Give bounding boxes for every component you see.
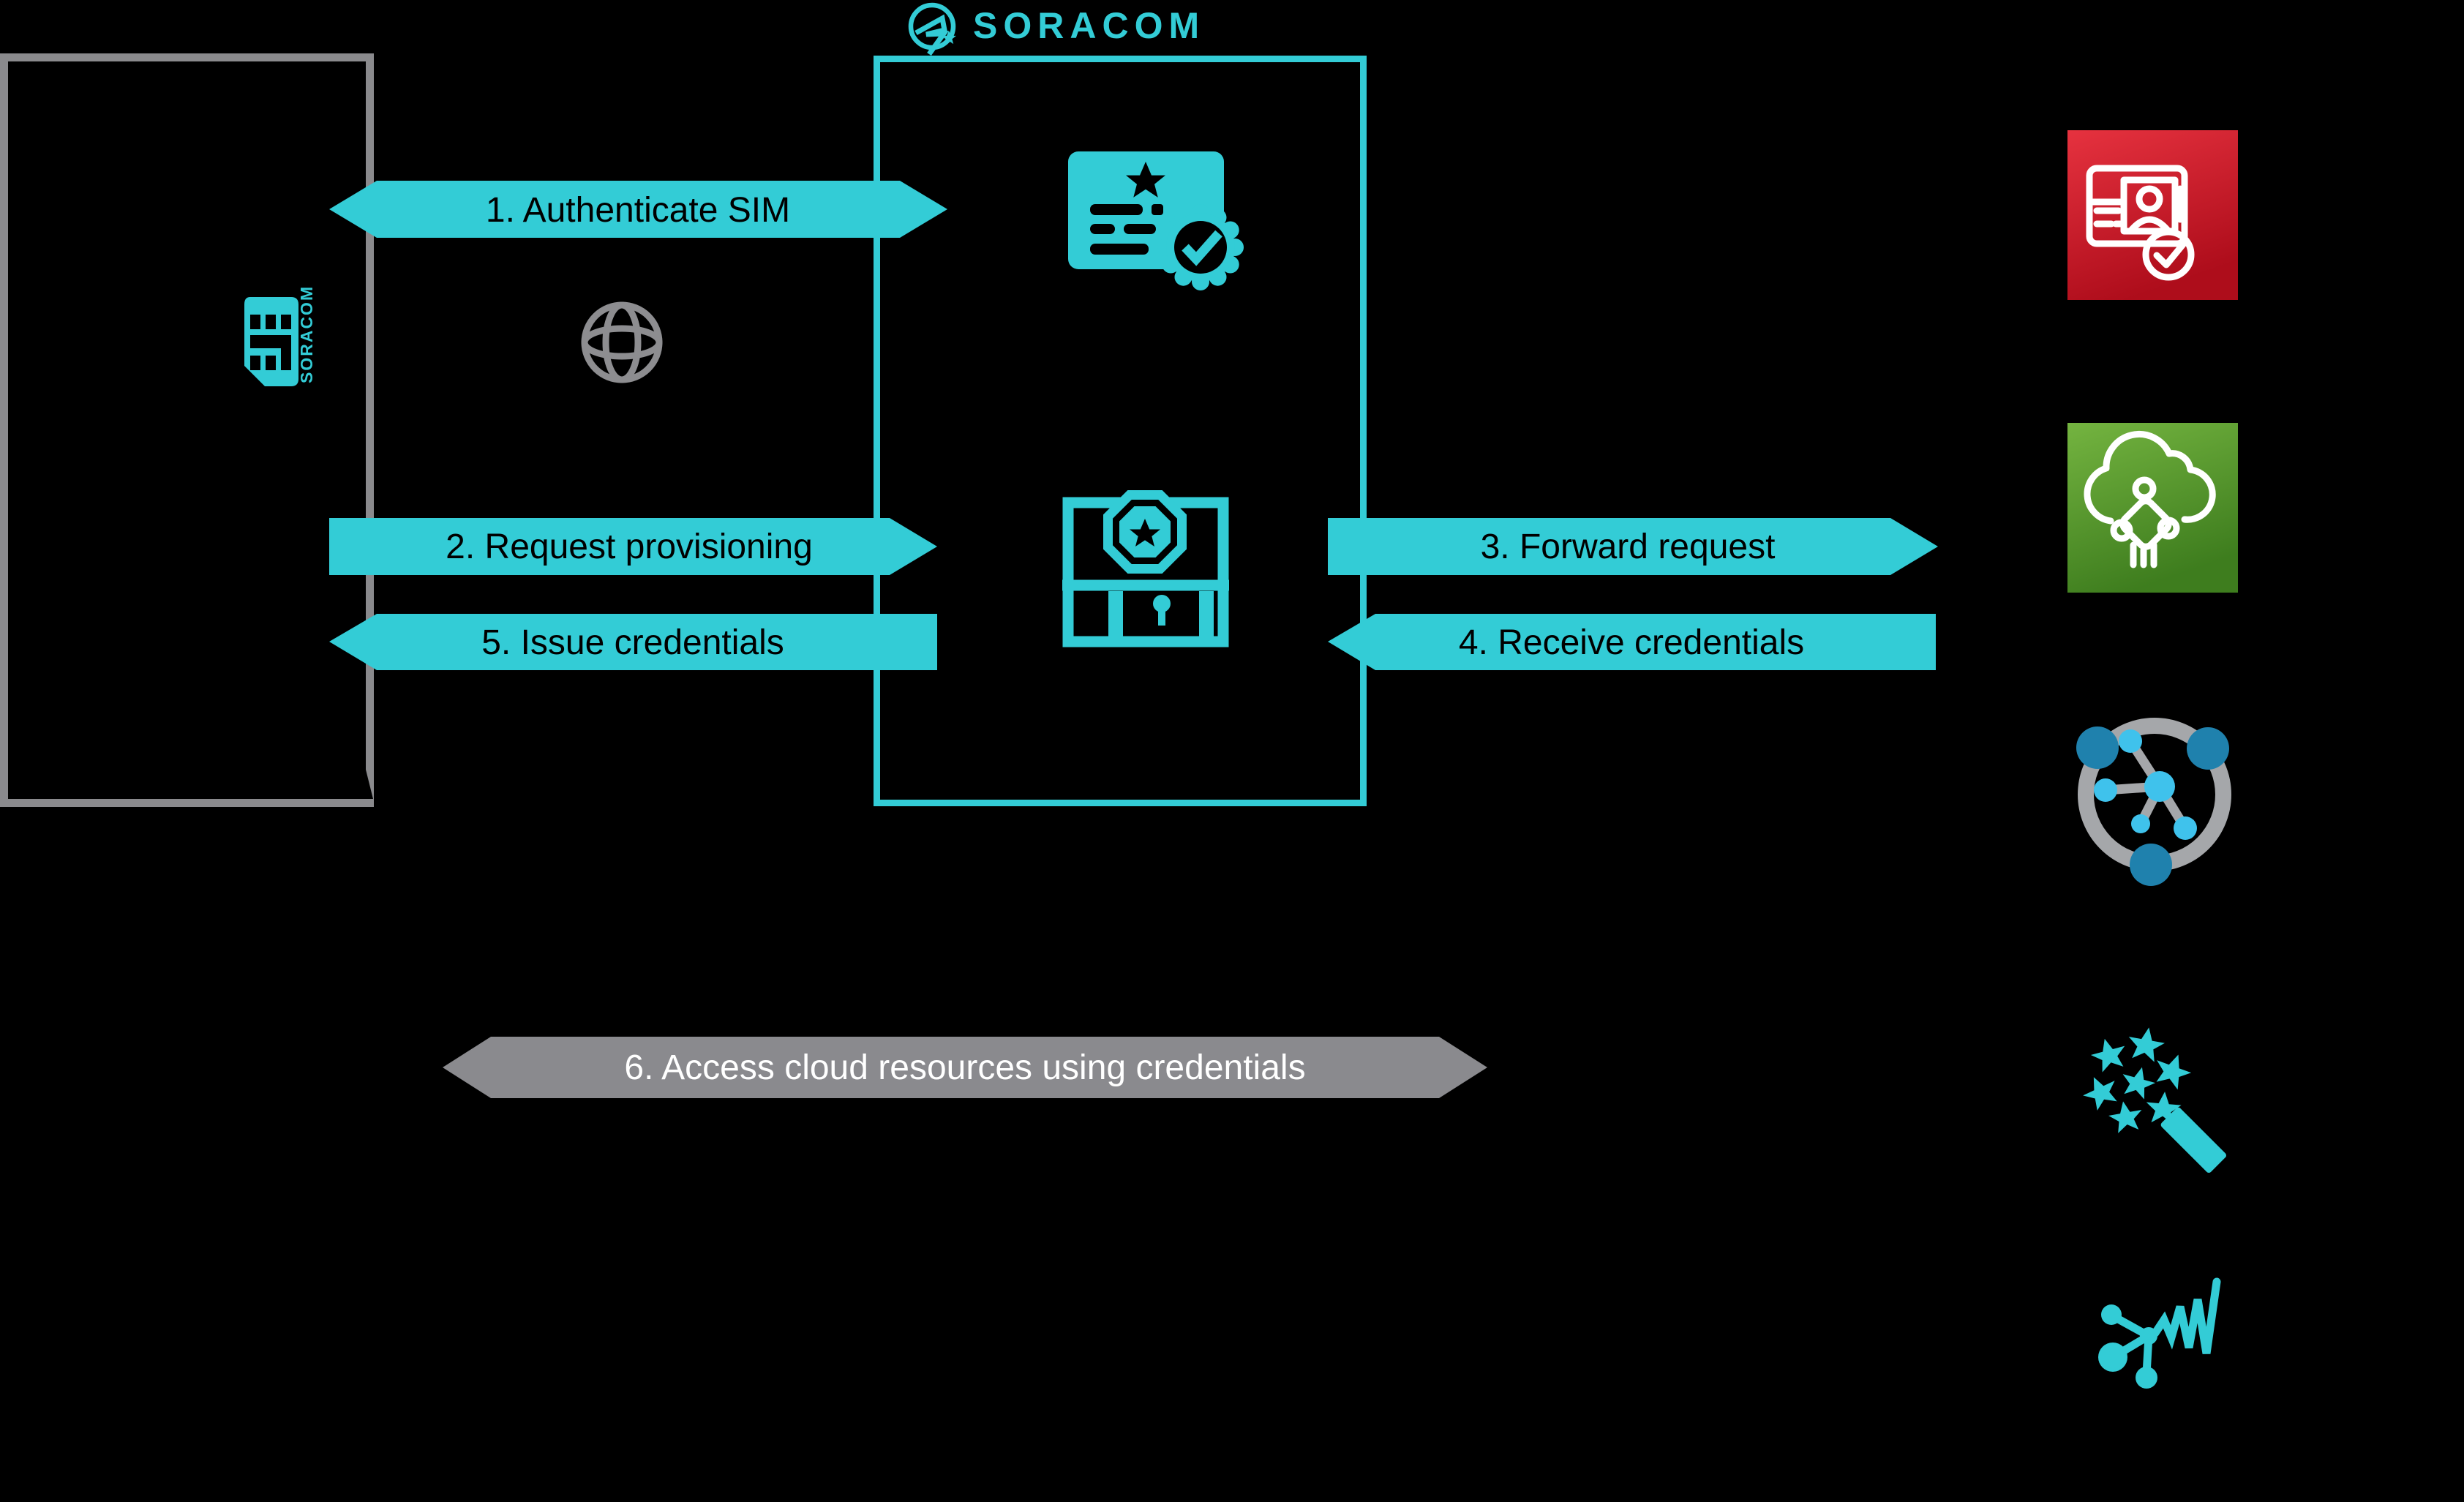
arrow-step1-label: 1. Authenticate SIM bbox=[486, 191, 790, 230]
flow-arrow-step3: 3. Forward request bbox=[1328, 518, 1938, 575]
soracom-logo-icon bbox=[908, 2, 956, 56]
soracom-wordmark: SORACOM bbox=[973, 5, 1206, 46]
arrow-step6-label: 6. Access cloud resources using credenti… bbox=[624, 1048, 1305, 1087]
sim-card-icon: SORACOM bbox=[244, 285, 316, 386]
flow-arrow-step5: 5. Issue credentials bbox=[329, 614, 937, 670]
certificate-verified-icon bbox=[1068, 151, 1244, 290]
flow-arrow-step2: 2. Request provisioning bbox=[329, 518, 937, 575]
identity-card-check-icon bbox=[2067, 130, 2238, 300]
sim-card-label: SORACOM bbox=[297, 285, 316, 383]
flow-arrow-step1: 1. Authenticate SIM bbox=[329, 181, 947, 238]
arrow-step5-label: 5. Issue credentials bbox=[481, 623, 784, 662]
arrow-step2-label: 2. Request provisioning bbox=[446, 527, 813, 566]
flow-arrow-step4: 4. Receive credentials bbox=[1328, 614, 1936, 670]
soracom-platform-box bbox=[874, 56, 1367, 806]
globe-icon bbox=[581, 301, 663, 383]
network-ring-icon bbox=[2076, 718, 2231, 886]
branch-signal-icon bbox=[2098, 1277, 2221, 1389]
iot-cloud-circuit-icon bbox=[2067, 423, 2238, 593]
device-box bbox=[0, 53, 374, 807]
secure-vault-icon bbox=[1062, 490, 1229, 647]
arrow-step4-label: 4. Receive credentials bbox=[1459, 623, 1804, 662]
arrow-step3-label: 3. Forward request bbox=[1481, 527, 1776, 566]
magic-wand-stars-icon bbox=[2078, 1024, 2227, 1174]
flow-arrow-step6: 6. Access cloud resources using credenti… bbox=[443, 1037, 1487, 1098]
verified-badge-icon bbox=[1157, 204, 1244, 290]
device-box-corner-bevel bbox=[365, 767, 373, 799]
